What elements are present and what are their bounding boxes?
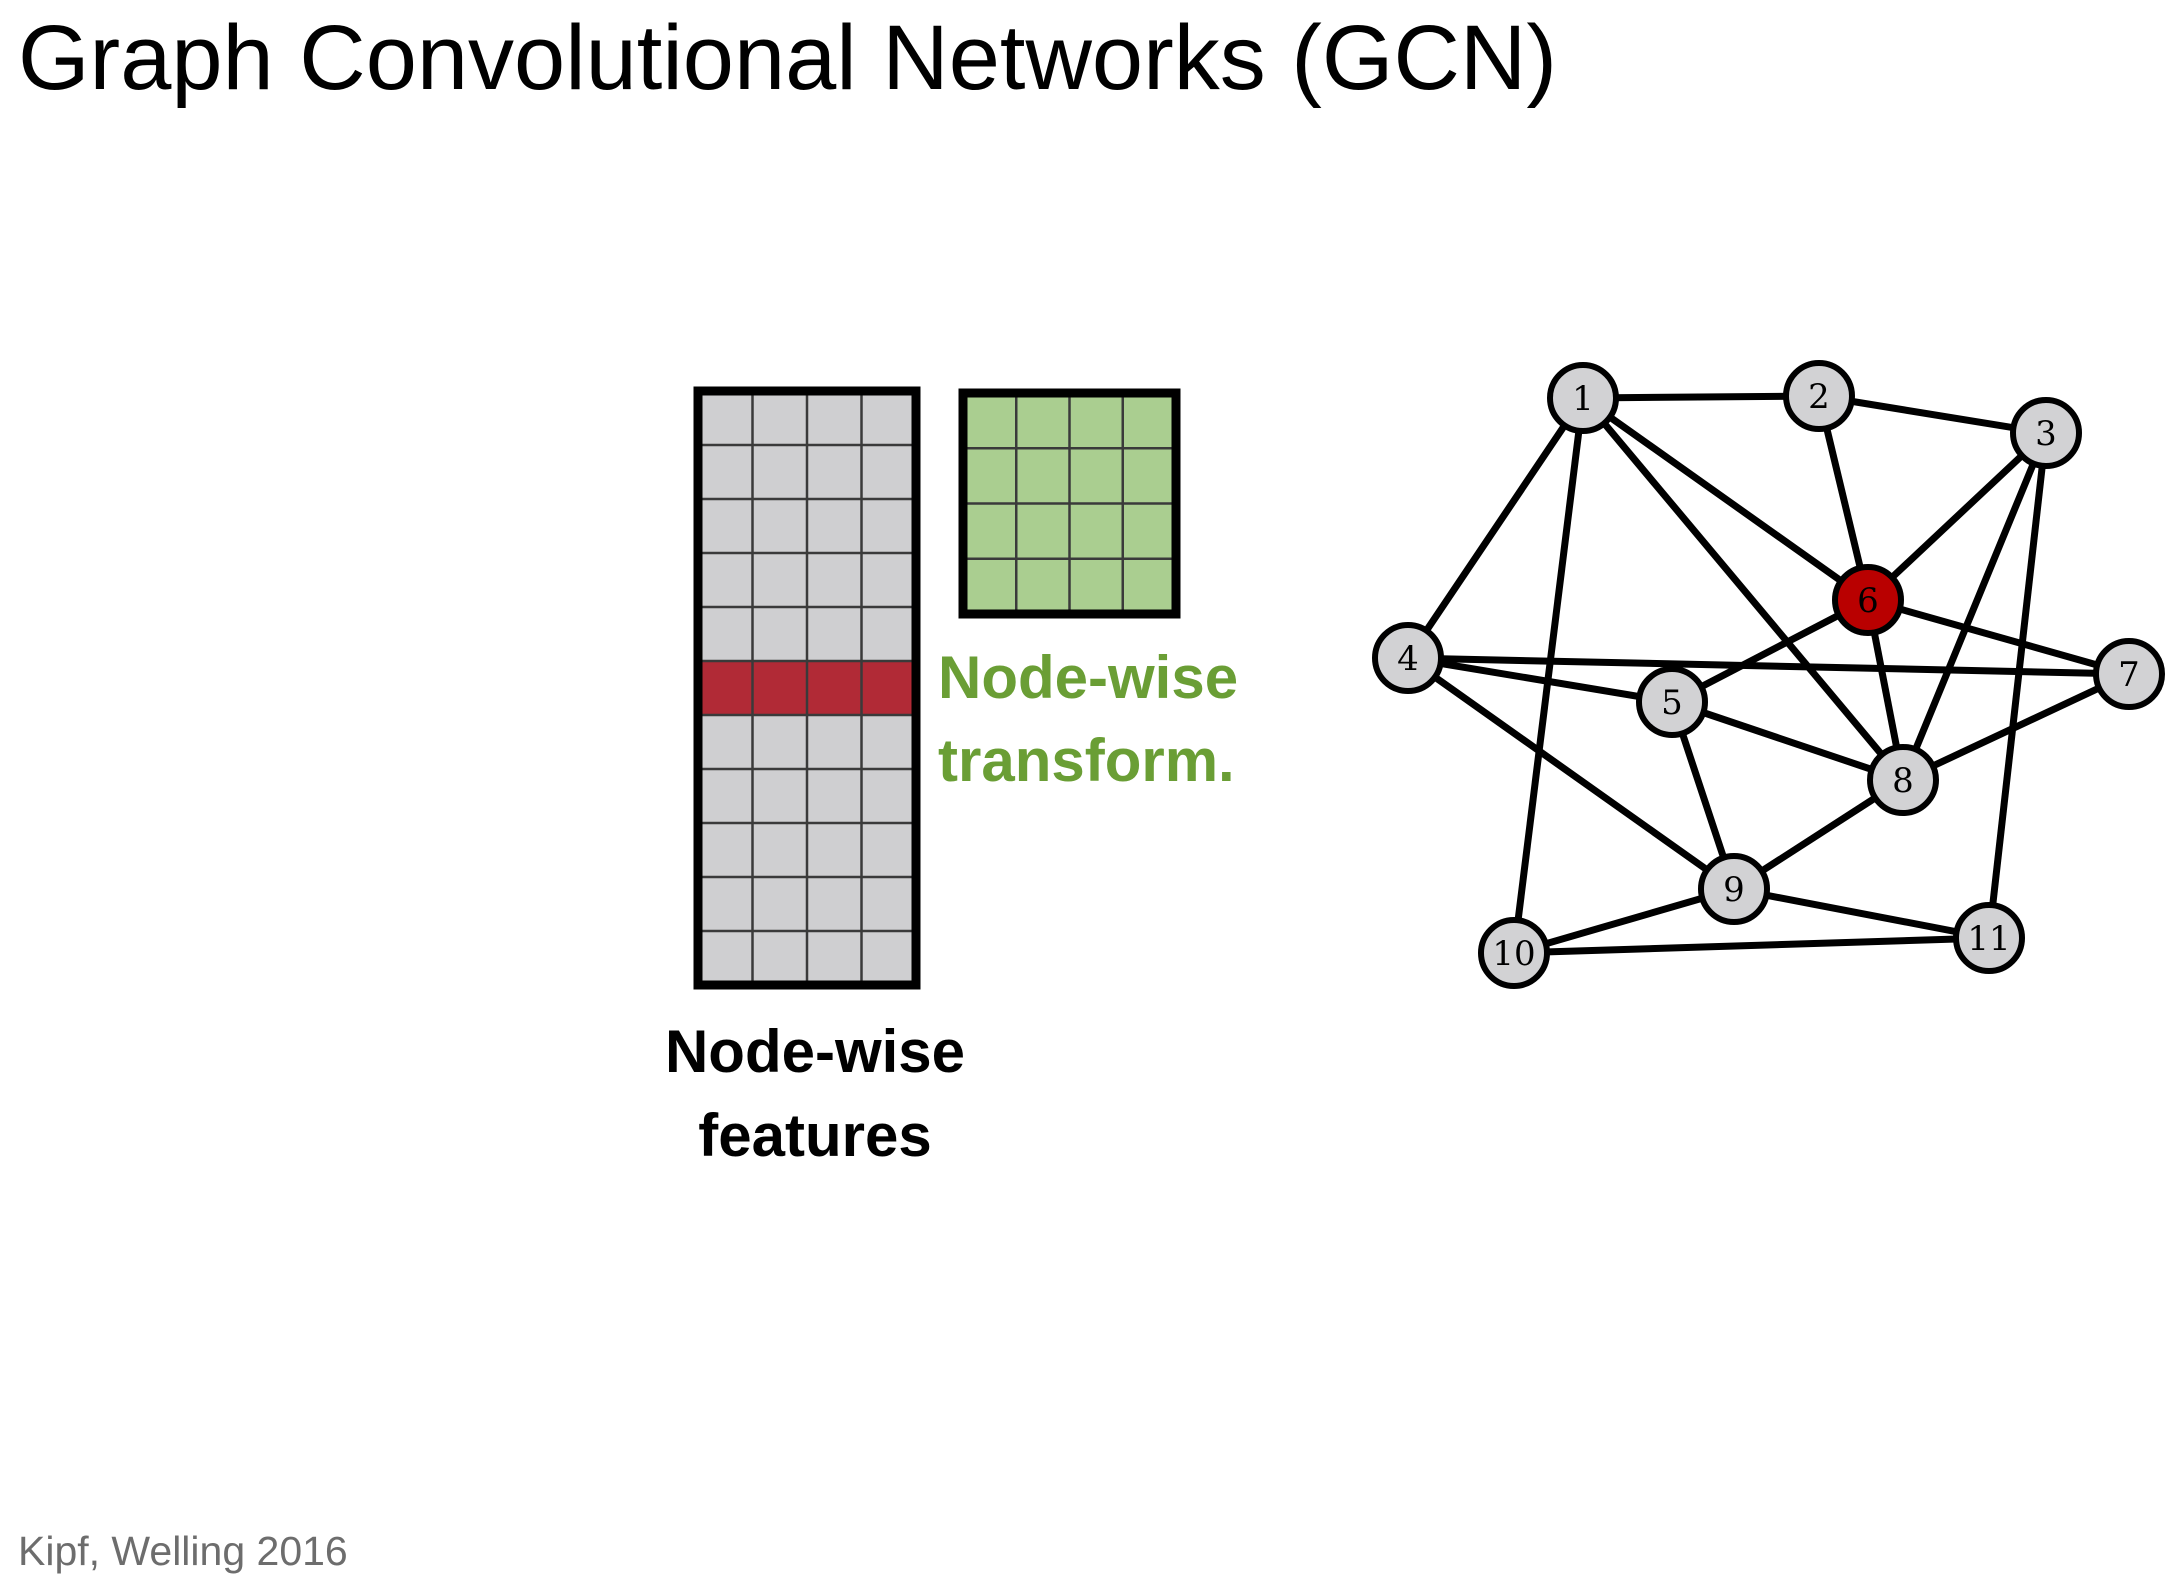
graph-edge-9-11 xyxy=(1733,885,1990,942)
graph-node-6: 6 xyxy=(1832,564,1904,636)
graph-edge-10-11 xyxy=(1513,934,1990,957)
graph-node-circle xyxy=(2010,397,2082,469)
graph-edge-2-3 xyxy=(1818,392,2047,437)
graph-node-circle xyxy=(1636,666,1708,738)
graph-edge-3-6 xyxy=(1865,430,2049,603)
feature-matrix-border xyxy=(693,386,921,990)
citation: Kipf, Welling 2016 xyxy=(18,1528,348,1574)
feature-matrix xyxy=(693,386,921,990)
graph-node-3: 3 xyxy=(2010,397,2082,469)
graph-edge-1-4 xyxy=(1405,396,1586,660)
transform-matrix xyxy=(958,388,1181,619)
graph-node-label: 2 xyxy=(1808,377,1830,417)
graph-node-9: 9 xyxy=(1698,853,1770,925)
transform-label-line2: transform. xyxy=(938,727,1235,794)
graph-edge-3-8 xyxy=(1899,431,2050,782)
graph-node-label: 8 xyxy=(1892,761,1914,801)
graph-edge-1-8 xyxy=(1580,395,1906,783)
graph-node-circle xyxy=(1783,360,1855,432)
graph-edge-6-7 xyxy=(1867,596,2130,678)
graph-edge-4-9 xyxy=(1405,655,1737,892)
graph-node-7: 7 xyxy=(2093,638,2165,710)
graph-node-circle xyxy=(2093,638,2165,710)
graph-node-2: 2 xyxy=(1783,360,1855,432)
graph-edge-1-10 xyxy=(1510,397,1587,954)
graph-node-circle xyxy=(1867,744,1939,816)
graph-node-circle xyxy=(1372,622,1444,694)
graph-node-4: 4 xyxy=(1372,622,1444,694)
graph-edge-9-10 xyxy=(1513,885,1735,957)
graph-edge-5-8 xyxy=(1670,698,1905,784)
graph-edges xyxy=(1405,392,2131,957)
graph-node-label: 11 xyxy=(1967,919,2010,959)
graph-node-8: 8 xyxy=(1867,744,1939,816)
graph-node-label: 7 xyxy=(2118,655,2140,695)
graph-node-label: 1 xyxy=(1572,379,1594,419)
graph-node-11: 11 xyxy=(1953,902,2025,974)
graph-edge-4-7 xyxy=(1407,654,2130,678)
graph-node-label: 4 xyxy=(1397,639,1419,679)
graph-node-1: 1 xyxy=(1547,362,1619,434)
graph-node-label: 3 xyxy=(2035,414,2057,454)
graph-edge-5-6 xyxy=(1670,596,1870,706)
graph-edge-4-5 xyxy=(1407,654,1673,706)
graph-node-circle xyxy=(1953,902,2025,974)
graph-nodes: 1 2 3 4 5 6 7 8 9 10 11 xyxy=(1372,360,2165,989)
graph-node-5: 5 xyxy=(1636,666,1708,738)
graph-edge-3-11 xyxy=(1985,432,2050,939)
slide-title: Graph Convolutional Networks (GCN) xyxy=(18,7,1557,109)
graph-node-label: 10 xyxy=(1492,934,1535,974)
graph-node-label: 9 xyxy=(1723,870,1745,910)
graph-edge-1-6 xyxy=(1580,395,1871,603)
transform-matrix-border xyxy=(958,388,1181,619)
graph-node-label: 6 xyxy=(1857,581,1879,621)
graph-node-label: 5 xyxy=(1661,683,1683,723)
graph-node-10: 10 xyxy=(1478,917,1550,989)
graph-node-circle xyxy=(1698,853,1770,925)
features-label-line1: Node-wise xyxy=(665,1018,965,1085)
graph-edge-1-2 xyxy=(1582,392,1820,402)
features-label-line2: features xyxy=(698,1102,931,1169)
graph-node-circle xyxy=(1832,564,1904,636)
graph-edge-7-8 xyxy=(1901,670,2131,784)
transform-label-line1: Node-wise xyxy=(938,644,1238,711)
graph-node-circle xyxy=(1547,362,1619,434)
graph-node-circle xyxy=(1478,917,1550,989)
